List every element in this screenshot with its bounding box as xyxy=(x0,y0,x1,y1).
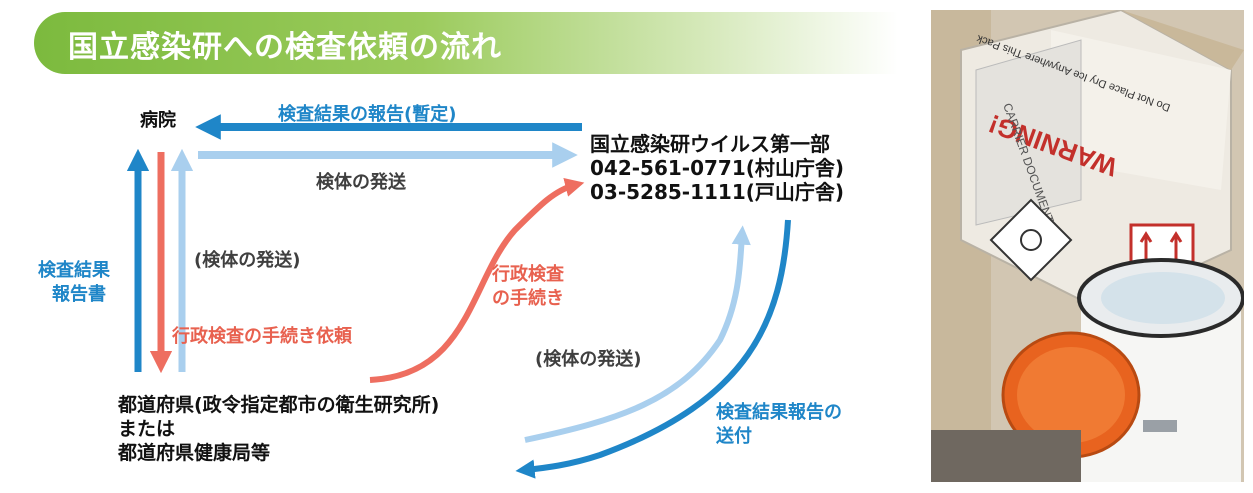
label-admin-procedure-line2: の手続き xyxy=(492,288,564,309)
node-niid-phone-toyama: 03-5285-1111(戸山庁舎) xyxy=(590,180,845,204)
label-result-provisional: 検査結果の報告(暫定) xyxy=(278,104,457,125)
label-result-send-line2: 送付 xyxy=(716,426,752,447)
node-niid-name: 国立感染研ウイルス第一部 xyxy=(590,132,830,156)
label-report-doc-line1: 検査結果 xyxy=(38,260,110,281)
label-specimen-paren2: (検体の発送) xyxy=(535,349,642,370)
node-prefecture-line2: または xyxy=(118,418,176,440)
label-report-doc-line2: 報告書 xyxy=(52,284,106,305)
node-prefecture-line3: 都道府県健康局等 xyxy=(118,442,271,464)
arrow-result-send xyxy=(515,219,791,479)
arrow-admin-procedure xyxy=(369,178,585,383)
flow-arrows xyxy=(126,114,791,479)
node-prefecture-line1: 都道府県(政令指定都市の衛生研究所) xyxy=(118,394,440,416)
label-admin-request: 行政検査の手続き依頼 xyxy=(172,326,352,347)
specimen-package-photo: WARNING! Do Not Place Dry Ice Anywhere T… xyxy=(931,10,1244,482)
title-banner xyxy=(34,12,898,74)
label-specimen-paren: (検体の発送) xyxy=(194,250,301,271)
node-hospital: 病院 xyxy=(140,110,176,131)
label-admin-procedure-line1: 行政検査 xyxy=(492,264,564,285)
node-niid-phone-murayama: 042-561-0771(村山庁舎) xyxy=(590,156,845,180)
label-specimen-shipping: 検体の発送 xyxy=(316,172,406,193)
label-result-send-line1: 検査結果報告の xyxy=(716,402,842,423)
arrow-specimen-curve xyxy=(524,225,751,443)
diagram-title: 国立感染研への検査依頼の流れ xyxy=(68,30,502,65)
package-photo-illustration: WARNING! Do Not Place Dry Ice Anywhere T… xyxy=(931,10,1244,482)
